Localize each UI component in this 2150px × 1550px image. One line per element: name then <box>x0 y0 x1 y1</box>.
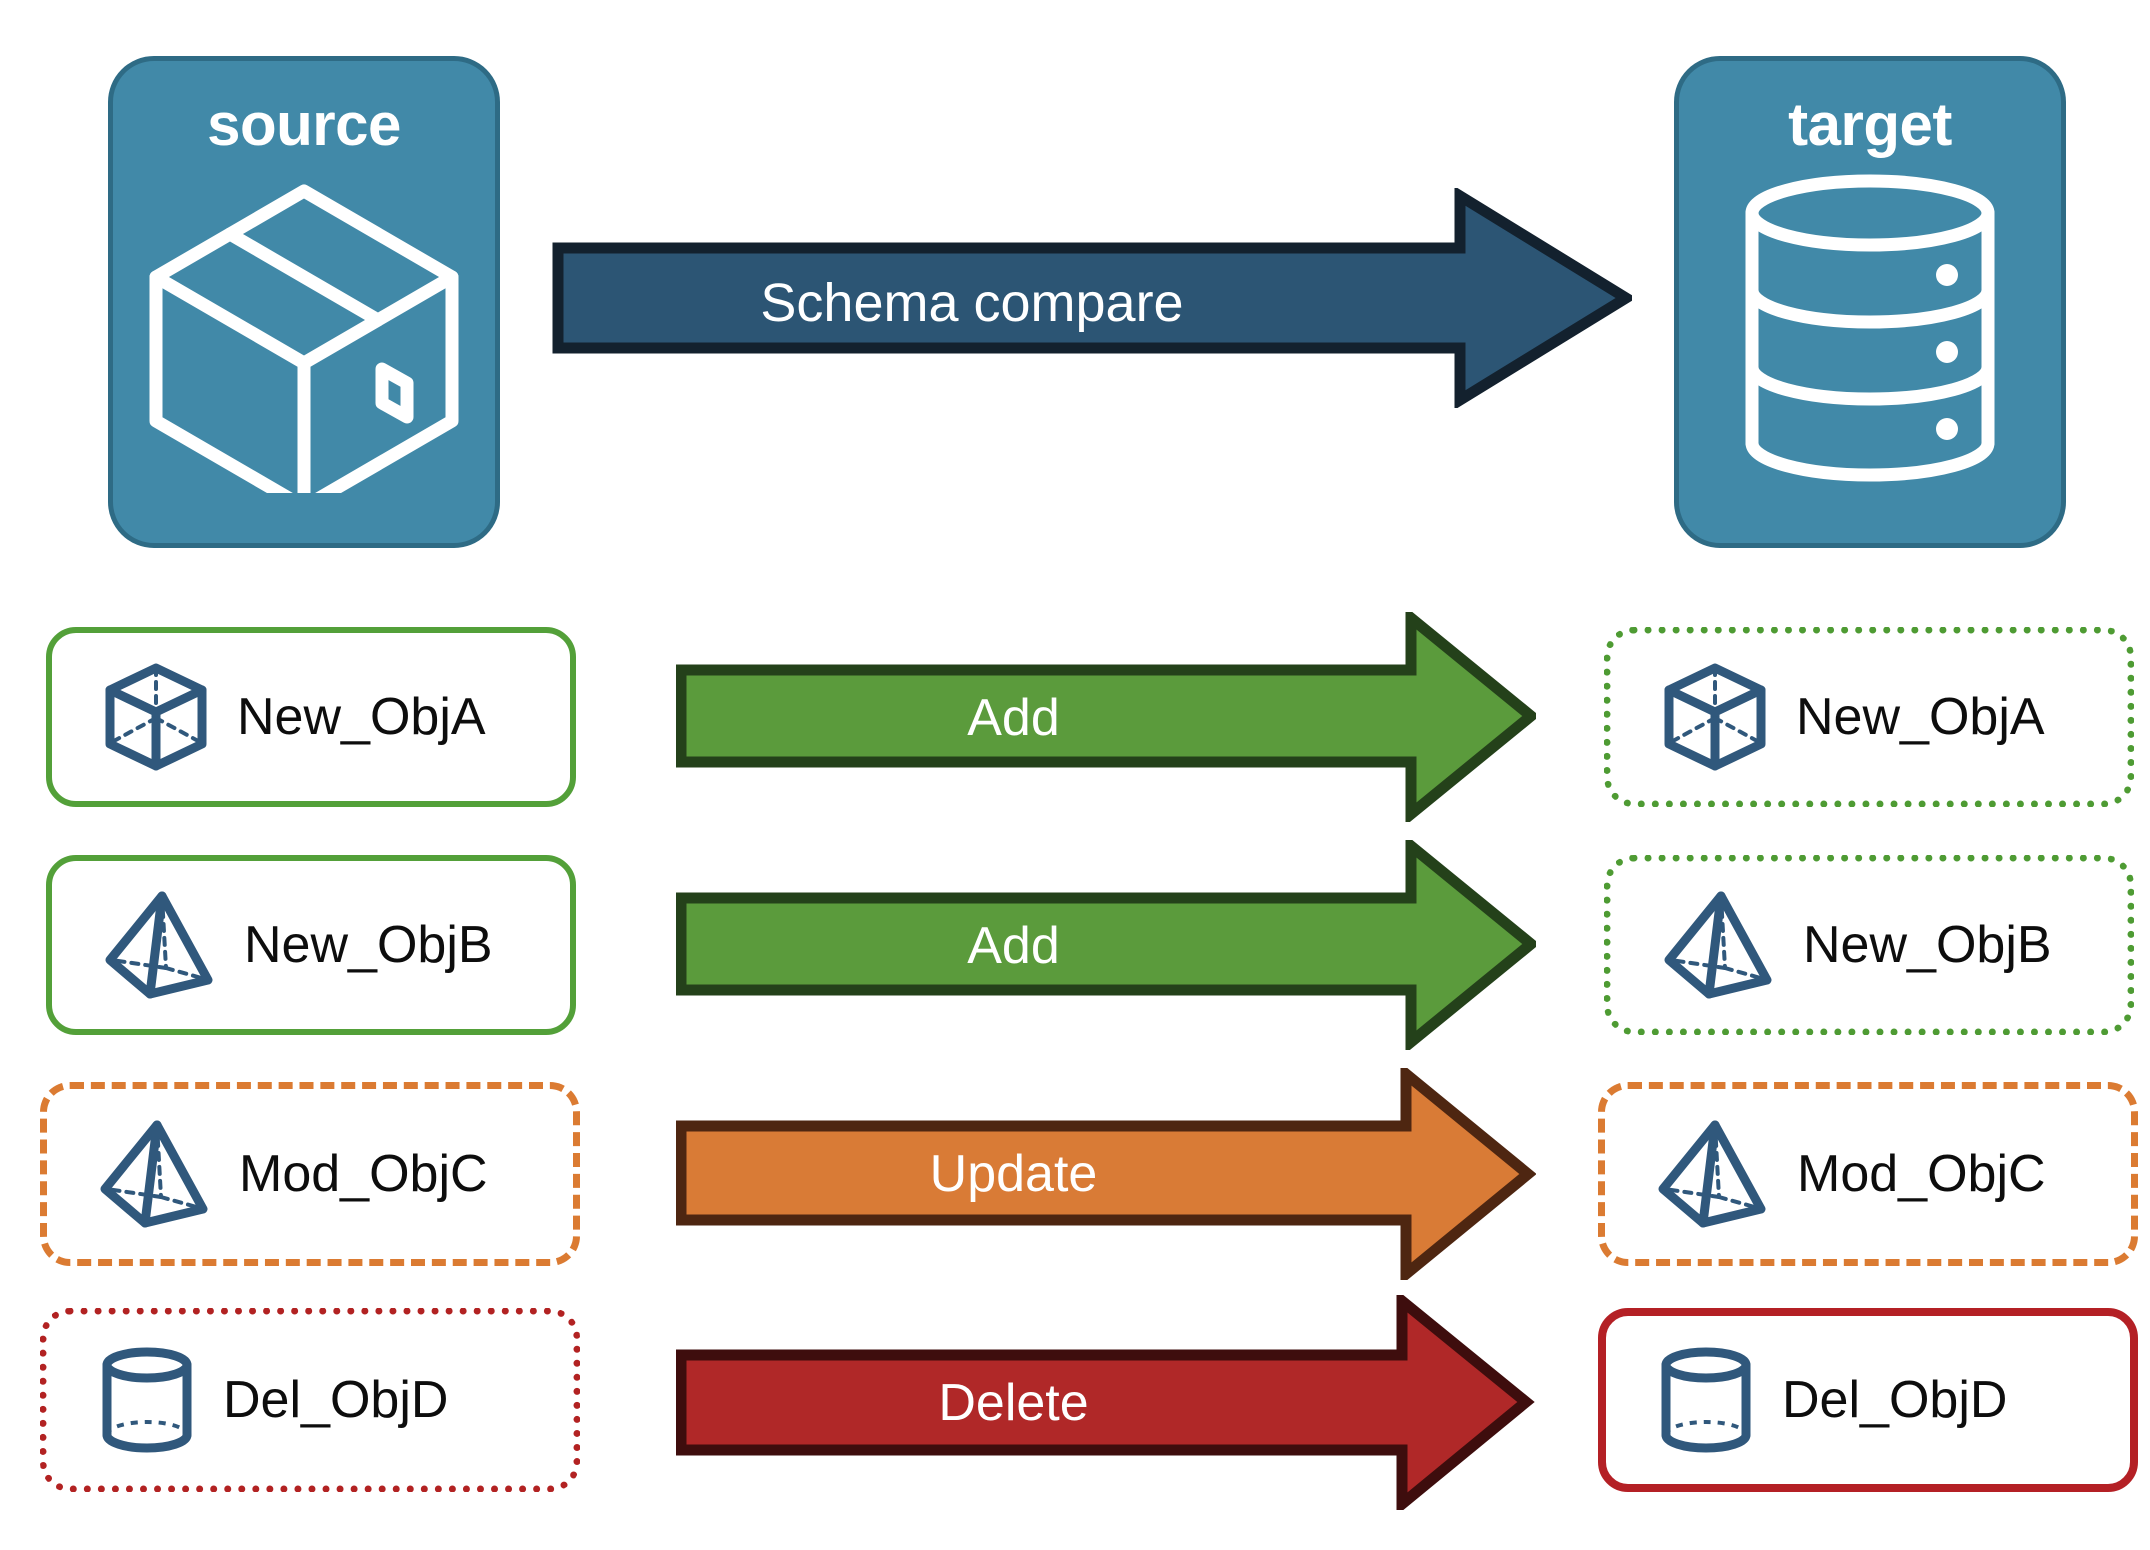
source-object-label-4: Del_ObjD <box>223 1371 449 1429</box>
source-title: source <box>207 91 401 158</box>
target-object-label-2: New_ObjB <box>1803 916 2052 974</box>
source-object-label-1: New_ObjA <box>237 688 486 746</box>
database-cylinder-icon <box>1740 173 2000 488</box>
schema-compare-arrow[interactable]: Schema compare <box>552 188 1632 408</box>
wireframe-cylinder-icon <box>99 1345 195 1455</box>
source-endpoint-card[interactable]: source <box>108 56 500 548</box>
add-arrow-2[interactable]: Add <box>676 840 1536 1050</box>
target-object-card-3[interactable]: Mod_ObjC <box>1598 1082 2138 1266</box>
target-endpoint-card[interactable]: target <box>1674 56 2066 548</box>
package-box-icon <box>139 173 469 514</box>
target-object-label-1: New_ObjA <box>1796 688 2045 746</box>
target-object-label-4: Del_ObjD <box>1782 1371 2008 1429</box>
source-object-label-2: New_ObjB <box>244 916 493 974</box>
source-object-card-1[interactable]: New_ObjA <box>46 627 576 807</box>
wireframe-pyramid-icon <box>104 890 216 1000</box>
target-object-card-1[interactable]: New_ObjA <box>1604 627 2134 807</box>
wireframe-pyramid-icon <box>1657 1119 1769 1229</box>
wireframe-pyramid-icon <box>1663 890 1775 1000</box>
target-object-card-4[interactable]: Del_ObjD <box>1598 1308 2138 1492</box>
target-title: target <box>1788 91 1952 158</box>
source-object-card-4[interactable]: Del_ObjD <box>40 1308 580 1492</box>
wireframe-cube-icon <box>1663 662 1768 772</box>
wireframe-cylinder-icon <box>1658 1345 1754 1455</box>
delete-arrow-4[interactable]: Delete <box>676 1295 1536 1510</box>
source-object-card-2[interactable]: New_ObjB <box>46 855 576 1035</box>
target-object-label-3: Mod_ObjC <box>1797 1145 2046 1203</box>
update-arrow-3[interactable]: Update <box>676 1068 1536 1280</box>
wireframe-cube-icon <box>104 662 209 772</box>
wireframe-pyramid-icon <box>99 1119 211 1229</box>
source-object-label-3: Mod_ObjC <box>239 1145 488 1203</box>
source-object-card-3[interactable]: Mod_ObjC <box>40 1082 580 1266</box>
add-arrow-1[interactable]: Add <box>676 612 1536 822</box>
target-object-card-2[interactable]: New_ObjB <box>1604 855 2134 1035</box>
